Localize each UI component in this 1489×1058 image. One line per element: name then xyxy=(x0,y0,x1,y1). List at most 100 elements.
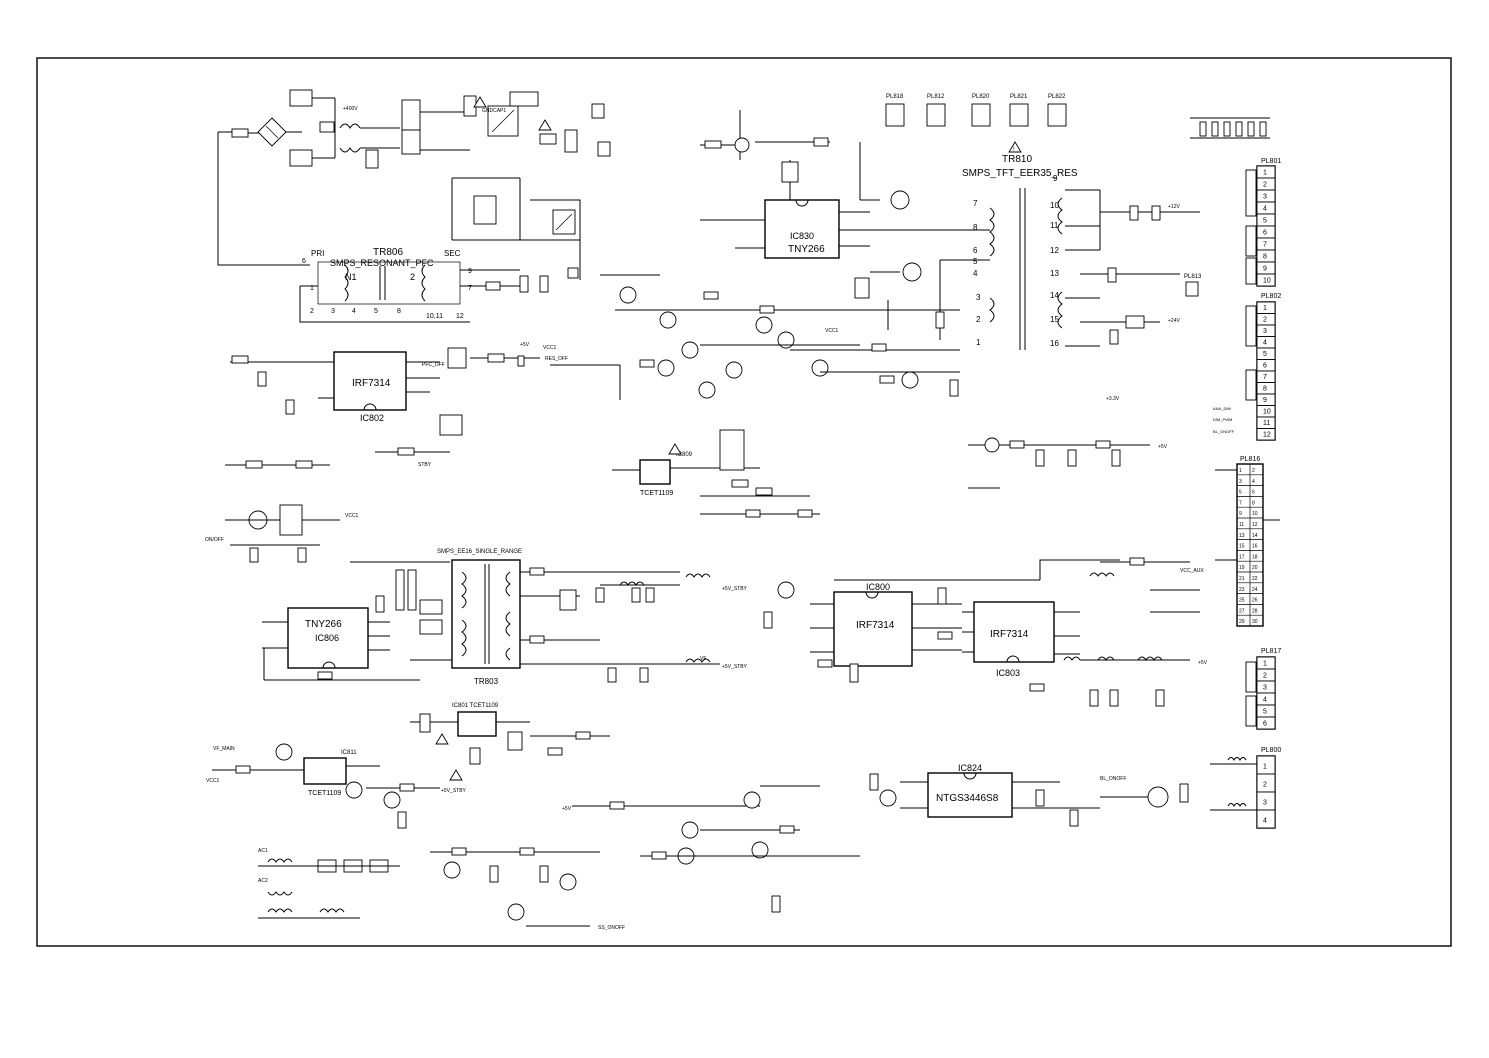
pl802-pin-number: 9 xyxy=(1263,397,1267,404)
tr806-pin-4: 4 xyxy=(352,308,356,315)
ic824-block: IC824 NTGS3446S8 BL_ONOFF xyxy=(869,763,1189,827)
pl816-pin-right: 28 xyxy=(1252,608,1258,614)
ic809-part: TCET1109 xyxy=(640,490,673,497)
pl800-pin-number: 4 xyxy=(1263,818,1267,825)
pl816-pin-left: 15 xyxy=(1239,544,1245,550)
n400v-label: +400V xyxy=(343,106,358,112)
pl816-pin-left: 7 xyxy=(1239,500,1242,506)
tr803-ref: TR803 xyxy=(474,677,499,686)
tr810-pin-10: 10 xyxy=(1050,201,1059,210)
stby-out-5v: +5V xyxy=(1158,444,1168,450)
vcc-aux-label: VCC_AUX xyxy=(1180,568,1204,574)
pl802-pin-number: 5 xyxy=(1263,351,1267,358)
n33v-label: +3.3V xyxy=(1106,396,1120,402)
conn-pl821-ref: PL821 xyxy=(1010,94,1028,100)
pl802-pin-number: 10 xyxy=(1263,409,1271,416)
pl802-pin-number: 4 xyxy=(1263,340,1267,347)
pl816-pin-right: 26 xyxy=(1252,598,1258,604)
pl800-pin-number: 2 xyxy=(1263,782,1267,789)
pl802-pin-number: 8 xyxy=(1263,386,1267,393)
ic802-part: IRF7314 xyxy=(352,378,391,389)
pl801-pin-number: 1 xyxy=(1263,169,1267,176)
tr810-pin-16: 16 xyxy=(1050,339,1059,348)
ic803-block: IRF7314 IC803 +5V xyxy=(962,557,1208,707)
ic830-part: TNY266 xyxy=(788,244,825,255)
ic809-block: IC809 TCET1109 xyxy=(612,429,820,518)
pl816-pin-right: 8 xyxy=(1252,500,1255,506)
stby-out-label-a: +5V_STBY xyxy=(722,586,748,592)
tr810-pin-15: 15 xyxy=(1050,315,1059,324)
bottom-left-section: SS_ONOFF AC1 AC2 xyxy=(258,847,625,931)
pl816-ref: PL816 xyxy=(1240,456,1260,463)
svg-text:!: ! xyxy=(1013,147,1015,153)
tr810-pin-7: 7 xyxy=(973,199,978,208)
pl816-pin-left: 23 xyxy=(1239,587,1245,593)
pl801-pin-number: 8 xyxy=(1263,253,1267,260)
tr806-pri-label: PRI xyxy=(311,249,324,258)
stby-out-label-b: +5V_STBY xyxy=(722,664,748,670)
ic830-ref: IC830 xyxy=(790,231,814,241)
pl816-pin-right: 22 xyxy=(1252,576,1258,582)
ic803-body xyxy=(973,601,1055,663)
onoff-label: ON/OFF xyxy=(205,537,224,543)
tr806-pin-7: 7 xyxy=(468,285,472,292)
warning-markers: GNDCAP1 +400V STBY VF +3.3V xyxy=(343,96,1120,781)
tr806-transformer: TR806 SMPS_RESONANT_PFC PRI SEC N1 2 6 1… xyxy=(299,247,579,323)
stby-regulator: +5V xyxy=(968,437,1168,489)
stby-label-d: STBY xyxy=(418,462,432,468)
pl816-pin-left: 5 xyxy=(1239,490,1242,496)
conn-pl818-ref: PL818 xyxy=(886,94,904,100)
tr806-pin-6: 6 xyxy=(302,258,306,265)
tr806-pin-5: 5 xyxy=(374,308,378,315)
pl816-pin-right: 18 xyxy=(1252,554,1258,560)
conn-pl820-ref: PL820 xyxy=(972,94,990,100)
pl801-pin-number: 7 xyxy=(1263,241,1267,248)
pl802-ref: PL802 xyxy=(1261,293,1281,300)
pl801-pin-number: 6 xyxy=(1263,229,1267,236)
tr810-pin-4: 4 xyxy=(973,269,978,278)
pl817-pin-cell xyxy=(1256,716,1276,730)
pl816-pin-left: 9 xyxy=(1239,511,1242,517)
pl801-pin-number: 9 xyxy=(1263,265,1267,272)
pl816-pin-left: 21 xyxy=(1239,576,1245,582)
ic801-label: IC801 TCET1109 xyxy=(452,703,499,709)
pl816-pin-left: 1 xyxy=(1239,468,1242,474)
tr810-pin-1: 1 xyxy=(976,338,981,347)
vcc1-net-d: VCC1 xyxy=(206,778,220,784)
vcc1-net-a: VCC1 xyxy=(543,345,557,351)
tr803-transformer: SMPS_EE16_SINGLE_RANGE TR803 +5V_STBY +5… xyxy=(437,549,748,686)
tr806-pin-9: 9 xyxy=(468,268,472,275)
pl816-pin-right: 2 xyxy=(1252,468,1255,474)
pl817-pin-number: 2 xyxy=(1263,672,1267,679)
pl802-pin-number: 2 xyxy=(1263,317,1267,324)
ic811-block: IC811 TCET1109 VF_MAIN VCC1 +5V_STBY xyxy=(206,743,467,829)
pl816-pin-left: 3 xyxy=(1239,479,1242,485)
ic811-ref: IC811 xyxy=(341,750,357,756)
tr806-name: SMPS_RESONANT_PFC xyxy=(330,258,434,268)
tr810-pin-8: 8 xyxy=(973,223,978,232)
pl801-pin-number: 4 xyxy=(1263,205,1267,212)
ic824-ref: IC824 xyxy=(958,763,982,773)
vcc1-net-b: VCC1 xyxy=(825,328,839,334)
tr810-out-24v: +24V xyxy=(1168,318,1180,324)
tr810-pin-9: 9 xyxy=(1053,174,1058,183)
ic800-body xyxy=(833,591,913,667)
pl816-pin-left: 13 xyxy=(1239,533,1245,539)
res-driver-section: RES_OFF VCC1 +5V xyxy=(520,274,960,400)
gndcap-label: GNDCAP1 xyxy=(482,108,506,114)
pl800-pin-number: 3 xyxy=(1263,800,1267,807)
tr806-pin-2: 2 xyxy=(310,308,314,315)
pl816-pin-right: 16 xyxy=(1252,544,1258,550)
pl800-ref: PL800 xyxy=(1261,747,1281,754)
tr806-pin-10-11: 10,11 xyxy=(426,313,443,320)
ic803-out-5v: +5V xyxy=(1198,660,1208,666)
conn-pl822-ref: PL822 xyxy=(1048,94,1066,100)
ic809-ref: IC809 xyxy=(676,452,693,458)
pl801-pin-number: 3 xyxy=(1263,193,1267,200)
tr806-sec-label: SEC xyxy=(444,249,461,258)
ic803-ref: IC803 xyxy=(996,668,1020,678)
tr806-pin-12: 12 xyxy=(456,313,464,320)
